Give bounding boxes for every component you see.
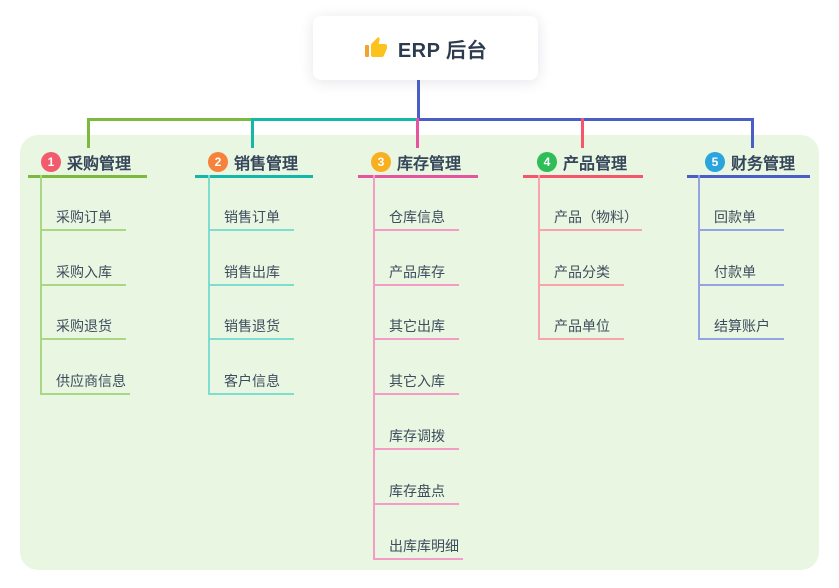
branch-spine-finance: [698, 175, 700, 340]
branch-node-finance[interactable]: 5 财务管理: [705, 150, 795, 174]
branch-spine-product: [538, 175, 540, 340]
branch-node-product[interactable]: 4 产品管理: [537, 150, 627, 174]
branch-label-purchase: 采购管理: [67, 156, 132, 173]
drop-line-purchase: [87, 118, 90, 148]
branch-badge-4: 4: [537, 152, 557, 172]
child-node-sales-return[interactable]: 销售退货: [208, 318, 294, 340]
branch-underline-product: [523, 175, 643, 178]
child-node-sales-outbound[interactable]: 销售出库: [208, 264, 294, 286]
child-node-customer-info[interactable]: 客户信息: [208, 373, 294, 395]
branch-badge-1: 1: [41, 152, 61, 172]
branch-panel: [20, 135, 819, 570]
branch-badge-2: 2: [208, 152, 228, 172]
branch-spine-inventory: [373, 175, 375, 560]
root-node[interactable]: ERP 后台: [313, 16, 538, 80]
branch-node-inventory[interactable]: 3 库存管理: [371, 150, 461, 174]
child-node-other-inbound[interactable]: 其它入库: [373, 373, 459, 395]
child-node-warehouse-info[interactable]: 仓库信息: [373, 209, 459, 231]
thumbs-up-icon: [364, 36, 388, 60]
child-node-outbound-detail[interactable]: 出库库明细: [373, 538, 463, 560]
child-node-product-material[interactable]: 产品（物料）: [538, 209, 642, 231]
root-title: ERP 后台: [397, 39, 488, 62]
child-node-purchase-return[interactable]: 采购退货: [40, 318, 126, 340]
branch-badge-3: 3: [371, 152, 391, 172]
child-node-purchase-inbound[interactable]: 采购入库: [40, 264, 126, 286]
drop-line-inventory: [416, 118, 419, 148]
branch-label-product: 产品管理: [563, 156, 628, 173]
root-connector-line: [417, 80, 420, 121]
drop-line-product: [581, 118, 584, 148]
child-node-sales-order[interactable]: 销售订单: [208, 209, 294, 231]
child-node-product-unit[interactable]: 产品单位: [538, 318, 624, 340]
branch-underline-finance: [687, 175, 810, 178]
branch-underline-sales: [195, 175, 313, 178]
branch-node-purchase[interactable]: 1 采购管理: [41, 150, 131, 174]
bus-segment-teal: [251, 118, 418, 121]
branch-underline-purchase: [28, 175, 147, 178]
branch-underline-inventory: [358, 175, 478, 178]
child-node-supplier-info[interactable]: 供应商信息: [40, 373, 130, 395]
child-node-stock-transfer[interactable]: 库存调拨: [373, 428, 459, 450]
bus-segment-green: [87, 118, 253, 121]
branch-label-finance: 财务管理: [731, 156, 796, 173]
branch-label-sales: 销售管理: [234, 156, 299, 173]
child-node-purchase-order[interactable]: 采购订单: [40, 209, 126, 231]
drop-line-finance: [751, 118, 754, 148]
branch-label-inventory: 库存管理: [397, 156, 462, 173]
child-node-product-category[interactable]: 产品分类: [538, 264, 624, 286]
child-node-other-outbound[interactable]: 其它出库: [373, 318, 459, 340]
child-node-settlement-account[interactable]: 结算账户: [698, 318, 784, 340]
child-node-payment-doc[interactable]: 付款单: [698, 264, 784, 286]
child-node-receipt-doc[interactable]: 回款单: [698, 209, 784, 231]
drop-line-sales: [251, 118, 254, 148]
child-node-stock-take[interactable]: 库存盘点: [373, 483, 459, 505]
branch-node-sales[interactable]: 2 销售管理: [208, 150, 298, 174]
branch-badge-5: 5: [705, 152, 725, 172]
bus-segment-blue: [416, 118, 754, 121]
child-node-product-stock[interactable]: 产品库存: [373, 264, 459, 286]
